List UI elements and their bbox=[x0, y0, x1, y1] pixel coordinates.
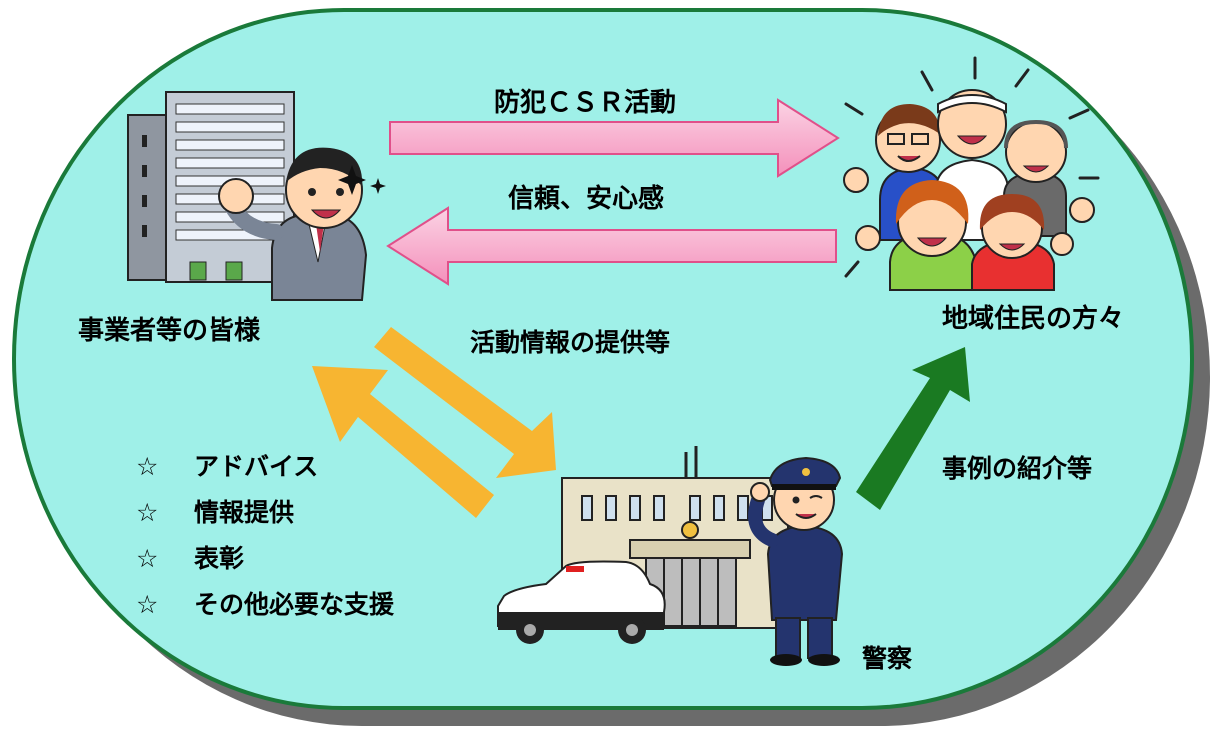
business-label: 事業者等の皆様 bbox=[78, 316, 261, 346]
police-label: 警察 bbox=[862, 644, 913, 673]
support-item-text: アドバイス bbox=[194, 452, 319, 481]
case-intro-label: 事例の紹介等 bbox=[942, 454, 1093, 483]
csr-arrow bbox=[389, 98, 840, 178]
trust-label: 信頼、安心感 bbox=[508, 184, 665, 214]
support-item: ☆ アドバイス bbox=[136, 452, 394, 498]
trust-arrow bbox=[386, 206, 837, 286]
support-item-text: 情報提供 bbox=[194, 498, 295, 527]
business-illustration bbox=[127, 91, 386, 301]
residents-label: 地域住民の方々 bbox=[942, 304, 1125, 334]
support-item: ☆ 表彰 bbox=[136, 544, 394, 590]
star-icon: ☆ bbox=[136, 590, 159, 619]
star-icon: ☆ bbox=[136, 452, 159, 481]
support-item: ☆ その他必要な支援 bbox=[136, 590, 394, 636]
support-item-text: 表彰 bbox=[194, 544, 245, 573]
support-arrow-to-business bbox=[312, 366, 494, 518]
residents-illustration bbox=[843, 56, 1100, 291]
police-illustration bbox=[497, 446, 844, 666]
info-arrow-to-police bbox=[374, 327, 556, 478]
star-icon: ☆ bbox=[136, 498, 159, 527]
support-item-text: その他必要な支援 bbox=[194, 590, 395, 619]
info-provision-label: 活動情報の提供等 bbox=[470, 328, 671, 357]
support-item: ☆ 情報提供 bbox=[136, 498, 394, 544]
support-list: ☆ アドバイス ☆ 情報提供 ☆ 表彰 ☆ その他必要な支援 bbox=[136, 452, 394, 636]
csr-activity-label: 防犯ＣＳＲ活動 bbox=[494, 88, 677, 118]
case-arrow-to-residents bbox=[856, 347, 970, 510]
star-icon: ☆ bbox=[136, 544, 159, 573]
